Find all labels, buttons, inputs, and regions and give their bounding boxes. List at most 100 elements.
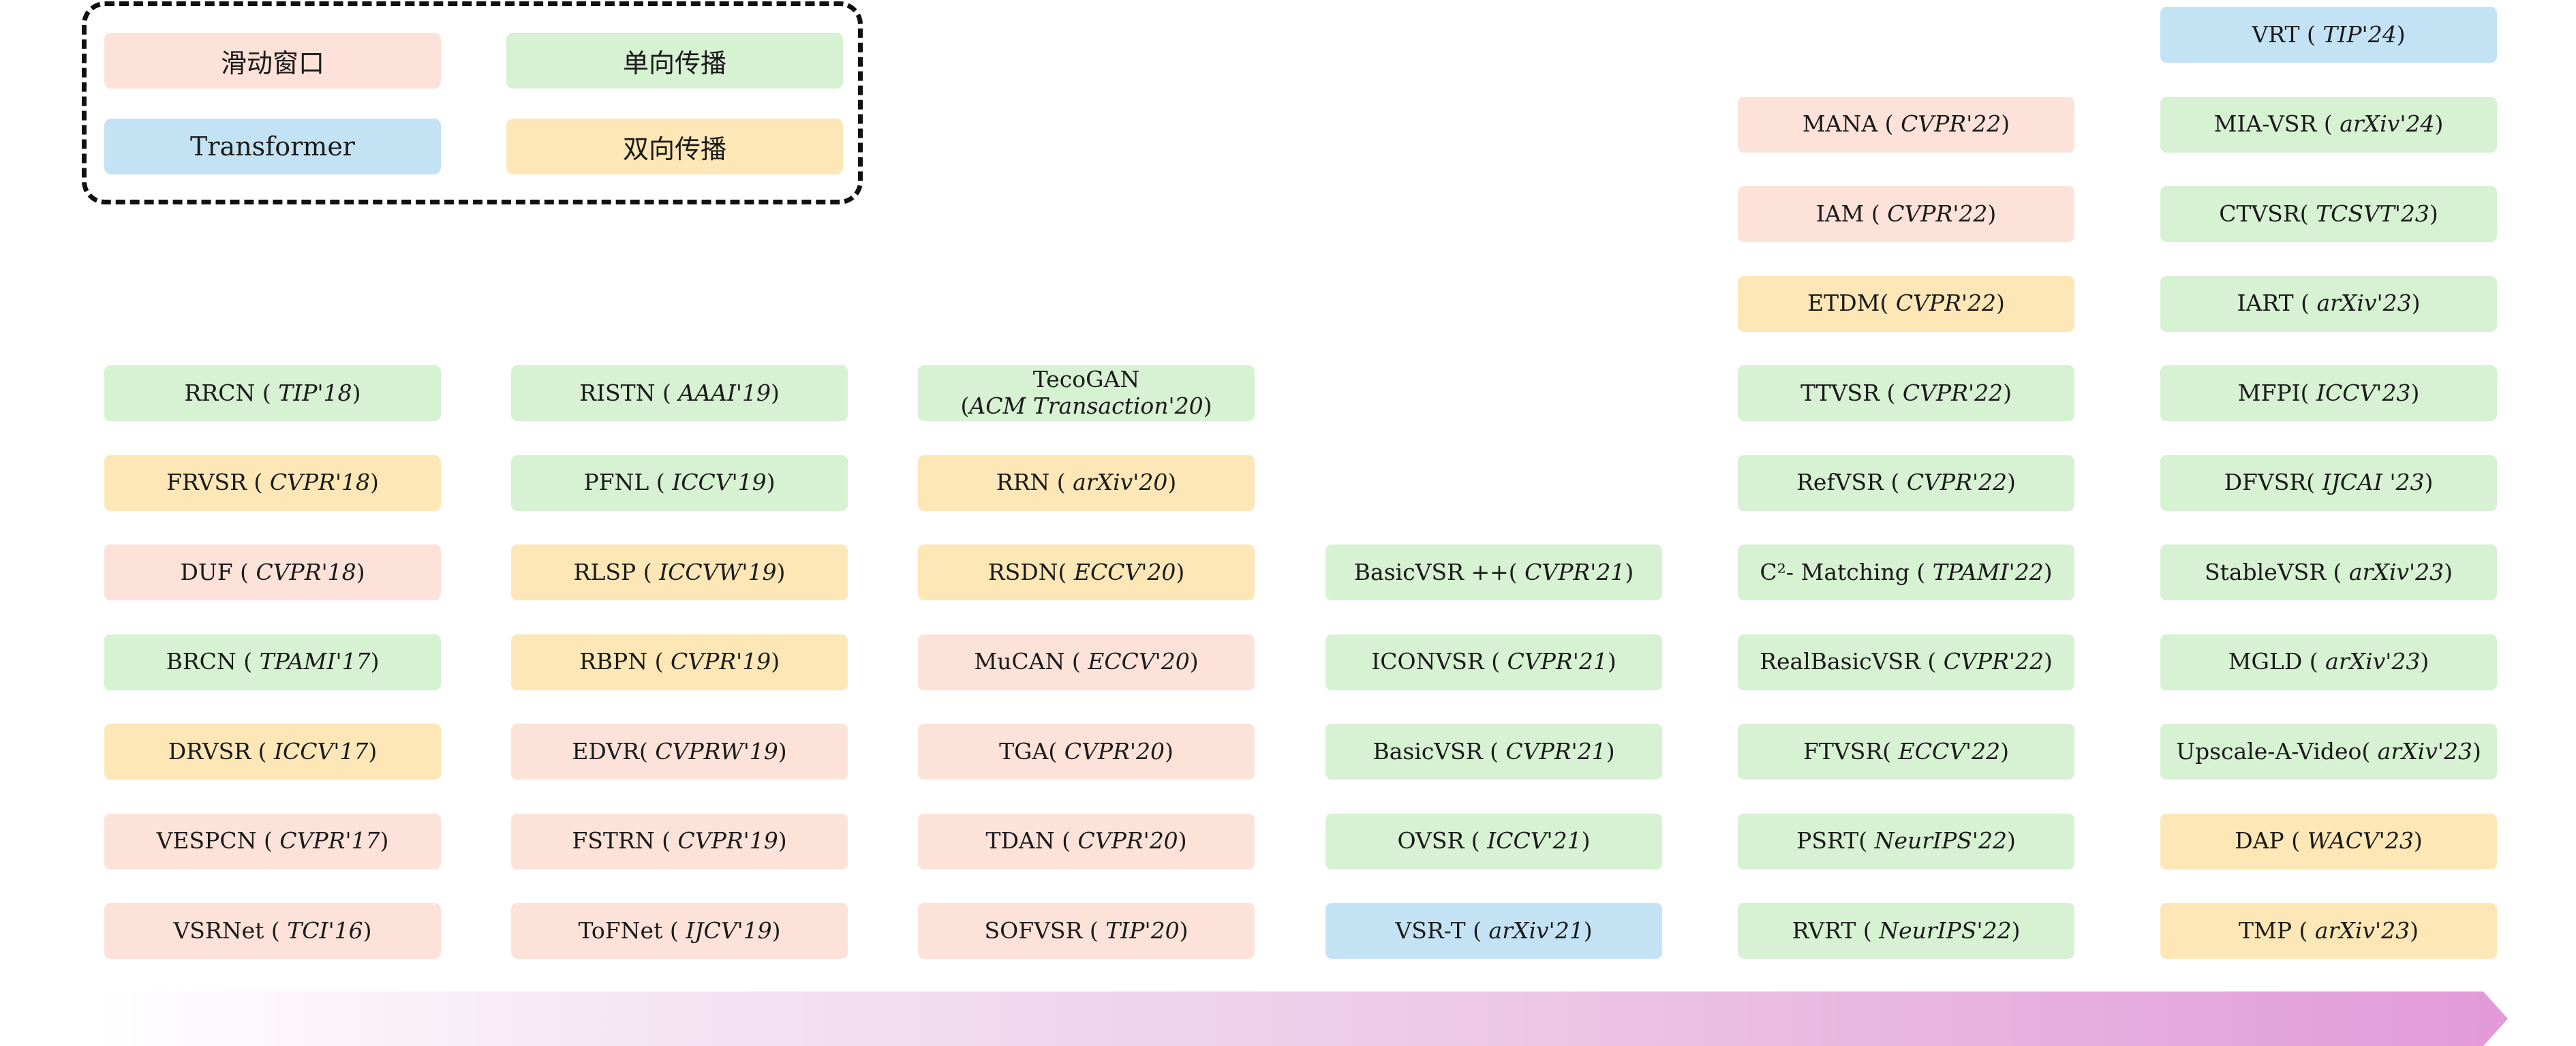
paren: ) — [2424, 469, 2434, 496]
method-box: VSRNet ( TCI'16) — [104, 903, 441, 959]
method-box: IAM ( CVPR'22) — [1738, 186, 2074, 242]
paren: ) — [2434, 110, 2444, 138]
method-name: MuCAN ( — [974, 648, 1081, 675]
method-venue-line: (ACM Transaction'20) — [961, 393, 1212, 420]
method-name: DAP ( — [2235, 827, 2301, 855]
method-box: RRCN ( TIP'18) — [104, 365, 441, 421]
method-venue: NeurIPS'22 — [1874, 827, 2007, 855]
method-box: C²- Matching ( TPAMI'22) — [1738, 544, 2074, 600]
method-venue: NeurIPS'22 — [1879, 917, 2012, 944]
method-venue: CVPR'22 — [1887, 200, 1988, 227]
paren: ) — [2472, 737, 2481, 765]
method-box: VSR-T ( arXiv'21) — [1325, 903, 1662, 959]
method-box: BasicVSR ( CVPR'21) — [1325, 724, 1662, 780]
method-name: C²- Matching ( — [1760, 558, 1926, 585]
timeline-arrow — [95, 991, 2508, 1046]
method-venue: ECCV'22 — [1898, 737, 2001, 765]
method-box: RSDN( ECCV'20) — [918, 544, 1255, 600]
method-name: RRCN ( — [184, 379, 271, 406]
method-name: ETDM( — [1807, 290, 1889, 317]
method-box: FSTRN ( CVPR'19) — [511, 813, 848, 870]
paren: ) — [2444, 558, 2453, 585]
paren: ) — [370, 469, 379, 496]
method-venue: CVPR'22 — [1901, 110, 2002, 138]
method-name: RSDN( — [987, 558, 1067, 585]
legend-sliding-window: 滑动窗口 — [104, 33, 441, 89]
paren: ) — [2000, 737, 2009, 765]
method-box: ICONVSR ( CVPR'21) — [1325, 634, 1662, 690]
method-box: Upscale-A-Video( arXiv'23) — [2160, 724, 2497, 780]
method-venue: CVPR'20 — [1064, 737, 1165, 765]
method-venue: WACV'23 — [2307, 827, 2414, 855]
paren: ) — [766, 469, 776, 496]
paren: ) — [1987, 200, 1997, 227]
paren: ( — [960, 393, 970, 419]
method-box: MIA-VSR ( arXiv'24) — [2160, 96, 2497, 153]
method-venue: CVPR'18 — [269, 469, 371, 496]
method-venue: ECCV'20 — [1073, 558, 1176, 585]
method-venue: CVPR'21 — [1524, 558, 1625, 585]
method-box: DUF ( CVPR'18) — [104, 544, 441, 600]
method-venue: arXiv'23 — [2316, 290, 2412, 317]
method-venue: IJCV'19 — [686, 917, 772, 944]
paren: ) — [1581, 827, 1591, 855]
method-venue: CVPR'17 — [279, 827, 380, 855]
method-box: RefVSR ( CVPR'22) — [1738, 455, 2074, 511]
method-box: TTVSR ( CVPR'22) — [1738, 365, 2074, 421]
method-venue: CVPR'22 — [1906, 469, 2008, 496]
method-box: VESPCN ( CVPR'17) — [104, 813, 441, 870]
method-name: RefVSR ( — [1796, 469, 1900, 496]
paren: ) — [1164, 737, 1174, 765]
method-venue: ICCV'17 — [273, 737, 369, 765]
method-venue: TPAMI'22 — [1932, 558, 2044, 585]
method-box: VRT ( TIP'24) — [2160, 7, 2497, 63]
method-name: SOFVSR ( — [984, 917, 1099, 944]
legend-bidirectional: 双向传播 — [506, 119, 843, 174]
method-box: EDVR( CVPRW'19) — [511, 724, 848, 780]
method-name: TGA( — [999, 737, 1058, 765]
method-name: IAM ( — [1815, 200, 1880, 227]
method-name: VSR-T ( — [1395, 917, 1482, 944]
method-name: VESPCN ( — [156, 827, 273, 855]
paren: ) — [1607, 648, 1616, 675]
paren: ) — [2396, 20, 2406, 48]
method-name: DRVSR ( — [168, 737, 267, 765]
paren: ) — [2410, 379, 2420, 406]
method-name: MANA ( — [1802, 110, 1894, 138]
method-name: FRVSR ( — [166, 469, 263, 496]
method-box: DFVSR( IJCAI '23) — [2160, 455, 2497, 511]
method-box: MuCAN ( ECCV'20) — [918, 634, 1255, 690]
method-name: TDAN ( — [985, 827, 1071, 855]
method-box: RISTN ( AAAI'19) — [511, 365, 848, 421]
method-name: RLSP ( — [573, 558, 652, 585]
method-name: ICONVSR ( — [1371, 648, 1501, 675]
paren: ) — [2006, 827, 2016, 855]
method-name: RVRT ( — [1792, 917, 1872, 944]
method-name: RealBasicVSR ( — [1760, 648, 1937, 675]
method-venue: CVPR'21 — [1505, 737, 1606, 765]
legend-label: 双向传播 — [622, 134, 726, 164]
method-box: IART ( arXiv'23) — [2160, 275, 2497, 332]
method-box: BasicVSR ++( CVPR'21) — [1325, 544, 1662, 600]
method-venue: TIP'24 — [2322, 20, 2397, 48]
paren: ) — [778, 827, 787, 855]
method-box: PSRT( NeurIPS'22) — [1738, 813, 2074, 870]
method-box: BRCN ( TPAMI'17) — [104, 634, 441, 690]
method-venue: TIP'20 — [1105, 917, 1180, 944]
method-venue: IJCAI '23 — [2322, 469, 2425, 496]
paren: ) — [2420, 648, 2429, 675]
method-name: TTVSR ( — [1800, 379, 1896, 406]
method-venue: ICCV'19 — [672, 469, 767, 496]
method-name: Upscale-A-Video( — [2176, 737, 2371, 765]
method-venue: ECCV'20 — [1088, 648, 1190, 675]
paren: ) — [771, 648, 780, 675]
method-name: RBPN ( — [579, 648, 664, 675]
method-name: ToFNet ( — [578, 917, 679, 944]
method-venue: CVPR'19 — [670, 648, 771, 675]
paren: ) — [2007, 469, 2016, 496]
method-venue: ACM Transaction'20 — [969, 393, 1203, 419]
method-box: RealBasicVSR ( CVPR'22) — [1738, 634, 2074, 690]
method-box: ToFNet ( IJCV'19) — [511, 903, 848, 959]
method-name: RRN ( — [996, 469, 1066, 496]
method-venue: TCI'16 — [287, 917, 363, 944]
